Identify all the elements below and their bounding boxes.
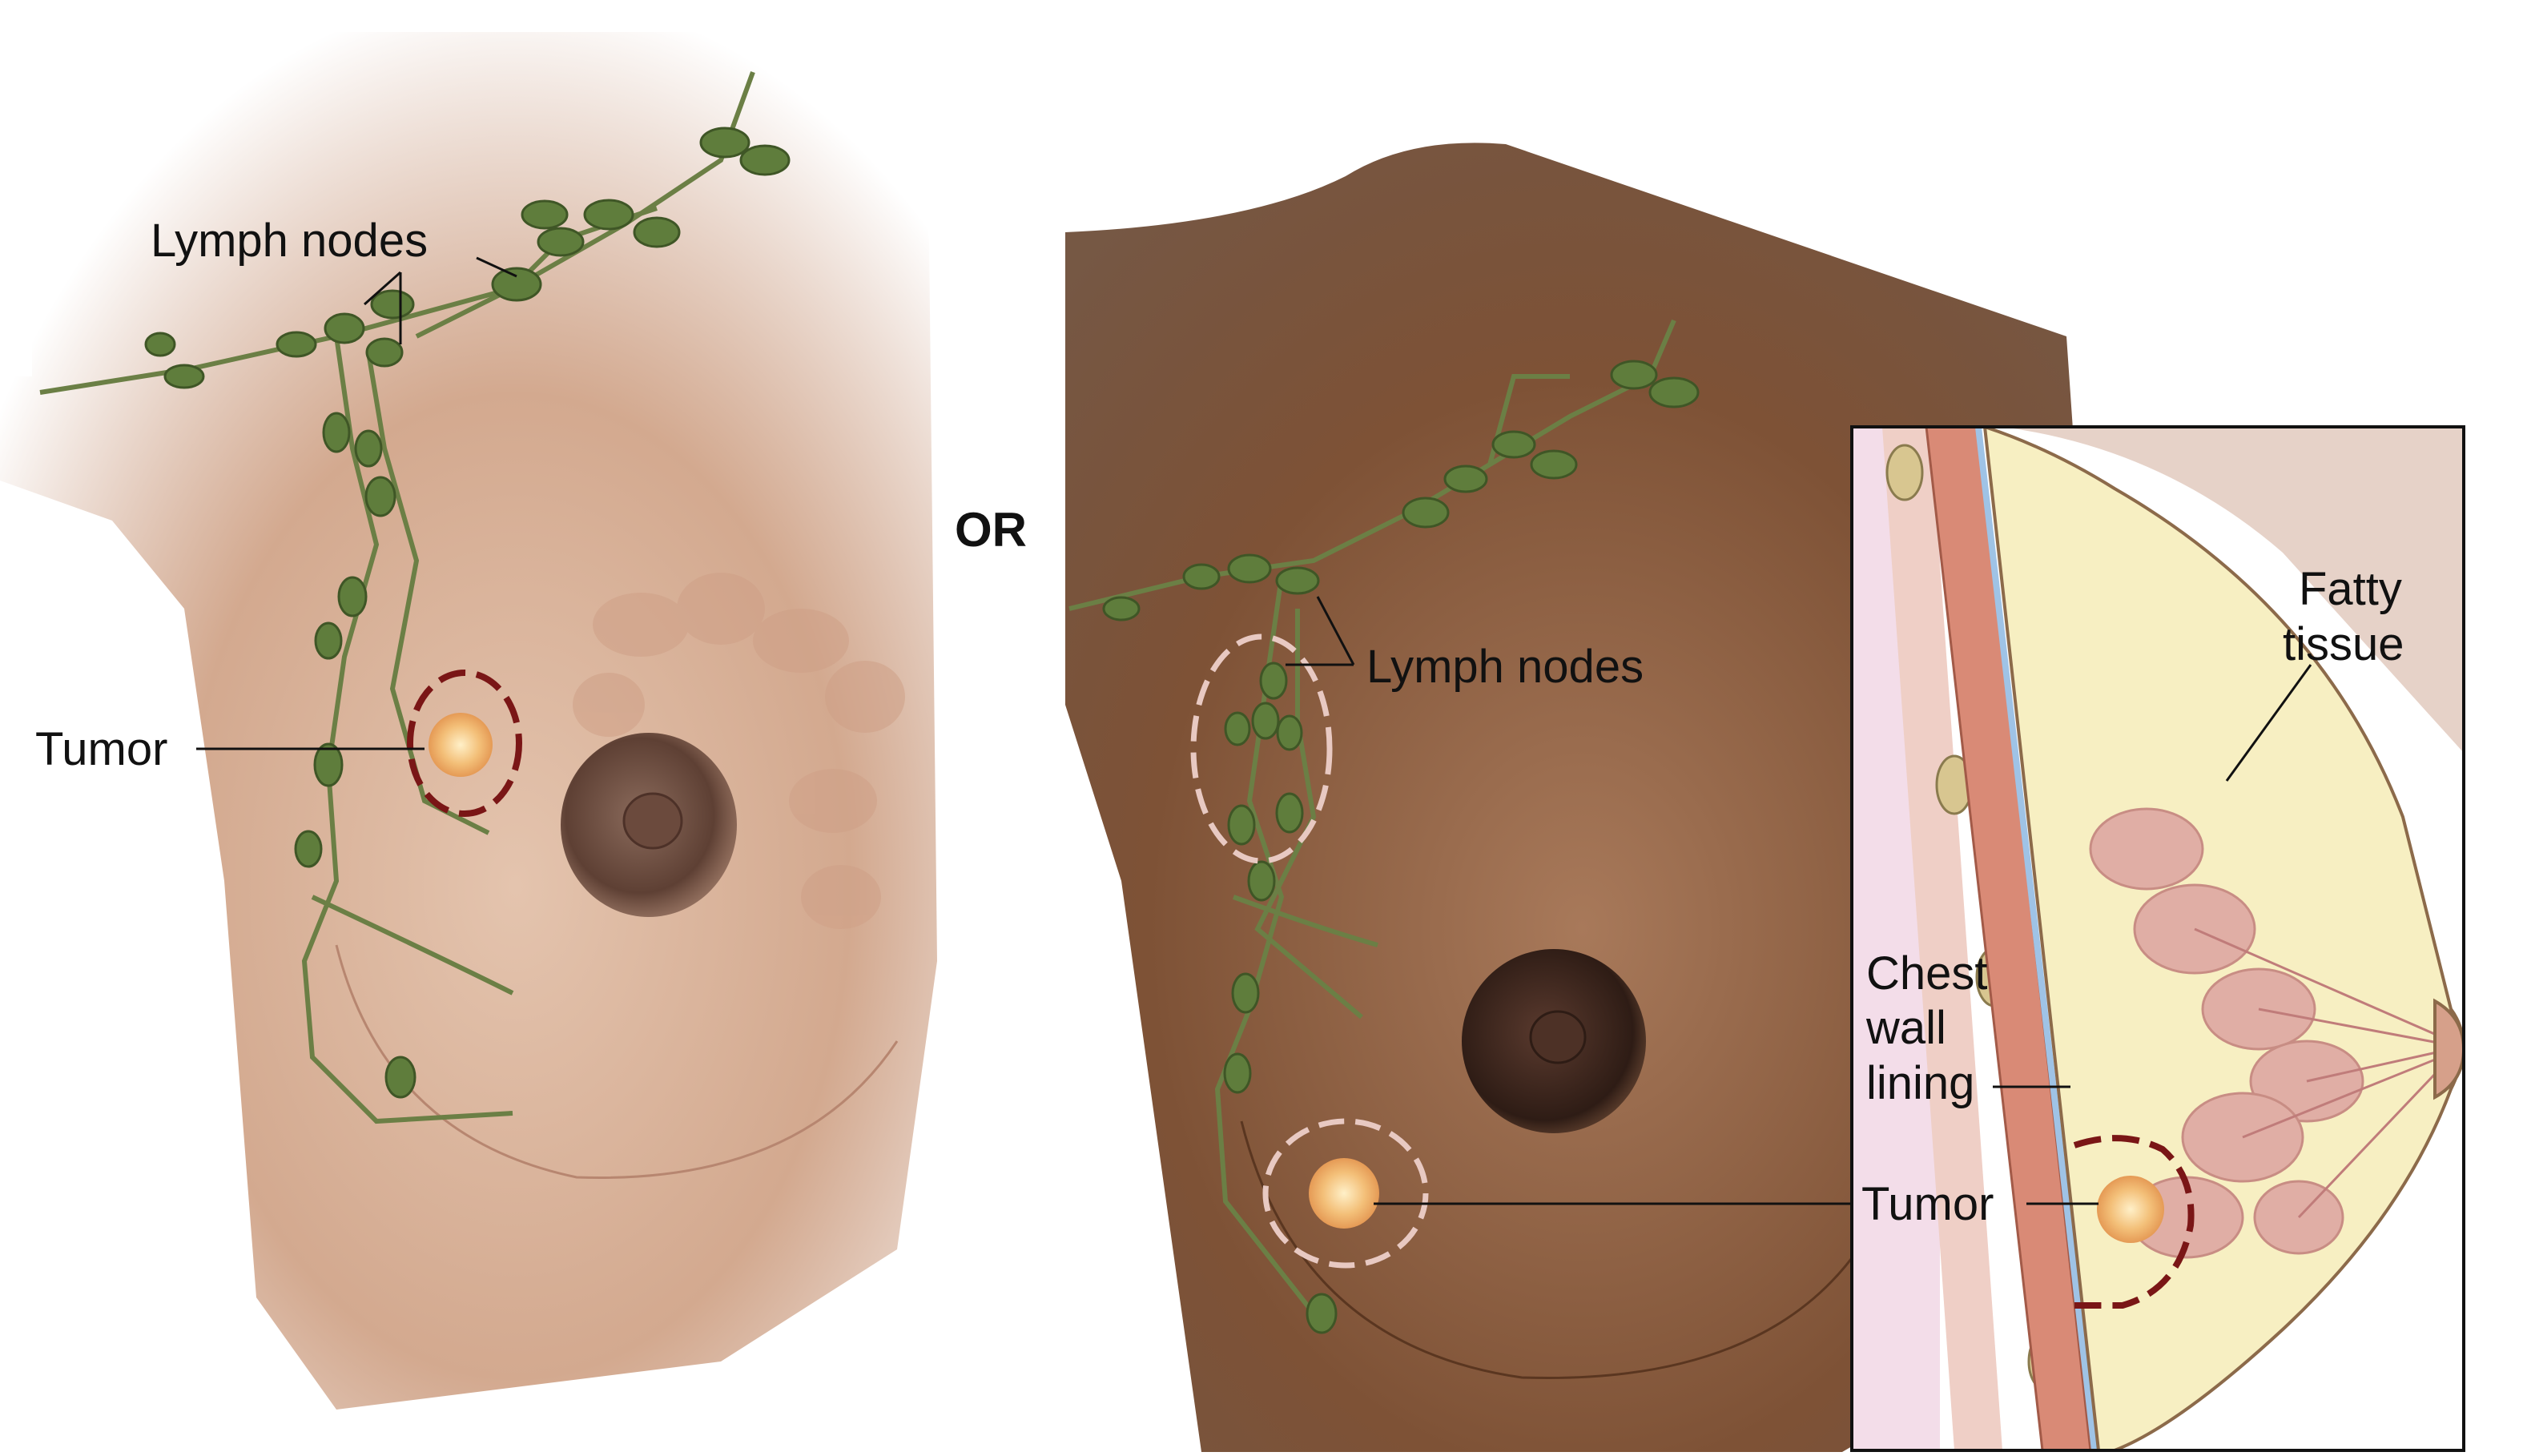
- chest-wall-lining: [1975, 427, 2098, 1450]
- inset-tumor-mass: [2097, 1176, 2164, 1243]
- left-breast-illustration: Lymph nodes Tumor: [0, 32, 937, 1410]
- left-nipple: [622, 792, 683, 850]
- left-lymph-nodes-label: Lymph nodes: [151, 215, 428, 267]
- right-nipple: [1529, 1010, 1587, 1064]
- inset-border: [1850, 425, 2465, 1452]
- left-lymph-nodes: [144, 127, 791, 1099]
- left-leader-lines: [196, 256, 517, 750]
- right-leader-lines: [1286, 596, 1858, 1205]
- right-breast-illustration: Lymph nodes: [1065, 143, 2098, 1452]
- left-tumor-label: Tumor: [35, 723, 167, 775]
- chest-wall-label-line2: wall: [1865, 1002, 1946, 1054]
- rib-column: [1882, 427, 2002, 1450]
- left-gland-lobules: [573, 573, 905, 929]
- or-separator: OR: [955, 503, 1027, 557]
- inset-leader-lines: [1993, 664, 2312, 1205]
- right-tumor-label: Tumor: [1861, 1178, 1994, 1230]
- skin-outline: [2002, 427, 2464, 753]
- chest-wall-label-line3: lining: [1866, 1057, 1974, 1109]
- fatty-tissue-label-line1: Fatty: [2299, 563, 2402, 615]
- fatty-tissue-label-line2: tissue: [2283, 618, 2404, 670]
- right-breast-contour: [1240, 1120, 1860, 1380]
- milk-ducts: [2194, 927, 2453, 1219]
- right-lymph-nodes-outline: [1190, 633, 1333, 864]
- left-tumor-mass: [429, 713, 493, 777]
- chest-wall-label-line1: Chest: [1866, 947, 1988, 999]
- right-lymph-nodes: [1102, 360, 1700, 1334]
- pectoral-muscle: [1925, 427, 2092, 1450]
- left-breast-contour: [335, 944, 899, 1180]
- right-tumor-mass: [1309, 1158, 1379, 1229]
- cross-section-inset: Fatty tissue Chest wall lining Tumor: [1850, 425, 2465, 1452]
- inset-tumor-outline: [2073, 1135, 2195, 1309]
- left-tumor-outline: [407, 670, 522, 817]
- right-tumor-outline: [1262, 1118, 1429, 1269]
- right-lymph-nodes-label: Lymph nodes: [1366, 641, 1644, 693]
